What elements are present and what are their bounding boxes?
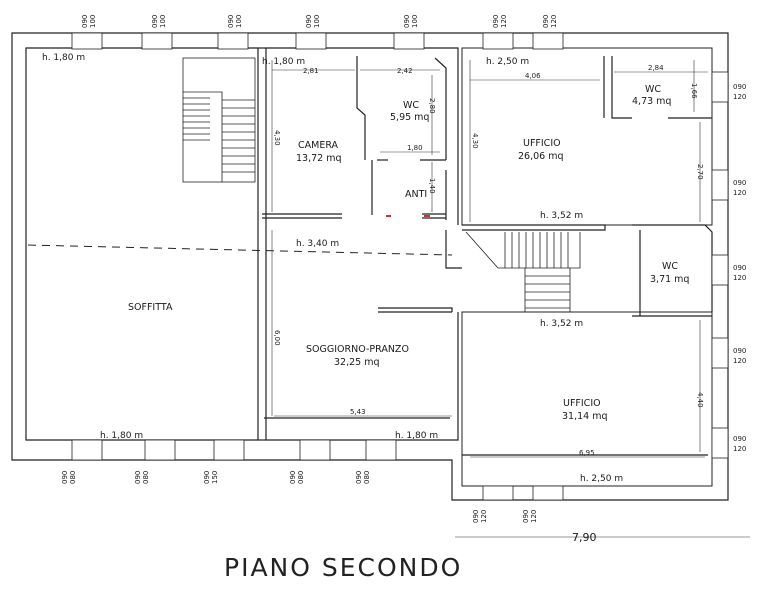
dim-camera-w: 2,81 (303, 67, 319, 75)
height-stair-bottom: h. 3,52 m (540, 319, 583, 329)
window-top-5-b: 100 (411, 15, 419, 28)
height-middle-dashed: h. 3,40 m (296, 239, 339, 249)
window-top-4-b: 100 (313, 15, 321, 28)
dim-camera-h: 4,30 (273, 130, 281, 146)
window-top-5-a: 090 (403, 15, 411, 28)
window-labels-top: 090 100 090 100 090 100 090 100 090 100 … (81, 15, 558, 28)
room-label-wc-mid-right: WC (662, 261, 678, 272)
window-bottom-3-a: 090 (203, 471, 211, 484)
window-bottom-1-a: 090 (61, 471, 69, 484)
dim-wc-top-h: 1,66 (690, 83, 698, 99)
room-area-ufficio-bottom: 31,14 mq (562, 411, 608, 422)
room-label-soggiorno: SOGGIORNO-PRANZO (306, 344, 409, 355)
dim-total: 7,90 (572, 531, 597, 544)
window-bottom-6-a: 090 (472, 510, 480, 523)
window-bottom-7-a: 090 (522, 510, 530, 523)
height-ufficio-top: h. 2,50 m (486, 57, 529, 67)
room-area-wc-top-right: 4,73 mq (632, 96, 671, 107)
room-area-wc-mid-right: 3,71 mq (650, 274, 689, 285)
window-right-2-b: 120 (733, 189, 746, 197)
window-bottom-3-b: 150 (211, 471, 219, 484)
window-bottom-4-a: 090 (289, 471, 297, 484)
window-bottom-5-a: 090 (355, 471, 363, 484)
height-soffitta-top: h. 1,80 m (42, 53, 85, 63)
outer-walls (11, 32, 729, 501)
height-soggiorno-bottom: h. 1,80 m (395, 431, 438, 441)
window-top-2-a: 090 (151, 15, 159, 28)
room-area-soggiorno: 32,25 mq (334, 357, 380, 368)
window-top-6-b: 120 (500, 15, 508, 28)
height-soffitta-bottom: h. 1,80 m (100, 431, 143, 441)
dim-ufficio-bottom-h: 4,40 (696, 392, 704, 408)
room-label-wc-top-right: WC (645, 84, 661, 95)
interior-walls (258, 47, 713, 456)
dim-soggiorno-h: 6,00 (273, 330, 281, 346)
room-label-camera: CAMERA (298, 140, 339, 151)
window-top-2-b: 100 (159, 15, 167, 28)
room-label-wc-camera: WC (403, 100, 419, 111)
window-bottom-1-b: 080 (69, 471, 77, 484)
dim-ufficio-h: 4,30 (471, 133, 479, 149)
window-right-1-b: 120 (733, 93, 746, 101)
window-bottom-7-b: 120 (530, 510, 538, 523)
window-frames (71, 32, 729, 501)
room-area-ufficio-top: 26,06 mq (518, 151, 564, 162)
dim-anti-h: 1,40 (428, 178, 436, 194)
dim-ufficio-w: 4,06 (525, 72, 541, 80)
height-camera-top: h. 1,80 m (262, 57, 305, 67)
window-right-2-a: 090 (733, 179, 746, 187)
window-bottom-6-b: 120 (480, 510, 488, 523)
window-top-3-b: 100 (235, 15, 243, 28)
dashed-height-line (27, 244, 453, 256)
dim-ufficio-bottom-w: 6,95 (579, 449, 595, 457)
staircase-left (182, 57, 256, 183)
window-top-4-a: 090 (305, 15, 313, 28)
height-stair-top: h. 3,52 m (540, 211, 583, 221)
dim-soggiorno-w: 5,43 (350, 408, 366, 416)
window-right-5-a: 090 (733, 435, 746, 443)
window-right-3-a: 090 (733, 264, 746, 272)
window-labels-bottom: 090 080 090 080 090 150 090 080 090 080 … (61, 471, 538, 523)
window-top-7-b: 120 (550, 15, 558, 28)
dim-wc-w: 2,42 (397, 67, 413, 75)
window-right-4-a: 090 (733, 347, 746, 355)
plan-title: PIANO SECONDO (224, 553, 462, 582)
window-right-3-b: 120 (733, 274, 746, 282)
window-right-1-a: 090 (733, 83, 746, 91)
window-top-1-a: 090 (81, 15, 89, 28)
room-label-anti: ANTI (405, 189, 427, 200)
window-labels-right: 090 120 090 120 090 120 090 120 090 120 (733, 83, 746, 453)
staircase-center (465, 231, 581, 312)
room-label-ufficio-top: UFFICIO (523, 138, 561, 149)
dim-wc-h: 2,80 (428, 98, 436, 114)
height-ufficio-bottom: h. 2,50 m (580, 474, 623, 484)
dim-wc-top-w: 2,84 (648, 64, 664, 72)
window-bottom-5-b: 080 (363, 471, 371, 484)
room-area-camera: 13,72 mq (296, 153, 342, 164)
window-right-4-b: 120 (733, 357, 746, 365)
window-top-6-a: 090 (492, 15, 500, 28)
window-top-1-b: 100 (89, 15, 97, 28)
window-top-7-a: 090 (542, 15, 550, 28)
dim-ufficio-side-h: 2,70 (696, 164, 704, 180)
window-bottom-2-b: 080 (142, 471, 150, 484)
window-top-3-a: 090 (227, 15, 235, 28)
room-label-soffitta: SOFFITTA (128, 302, 173, 313)
window-right-5-b: 120 (733, 445, 746, 453)
dimension-lines (271, 60, 750, 538)
window-bottom-4-b: 080 (297, 471, 305, 484)
room-label-ufficio-bottom: UFFICIO (563, 398, 601, 409)
dim-anti-w: 1,80 (407, 144, 423, 152)
room-area-wc-camera: 5,95 mq (390, 112, 429, 123)
window-bottom-2-a: 090 (134, 471, 142, 484)
